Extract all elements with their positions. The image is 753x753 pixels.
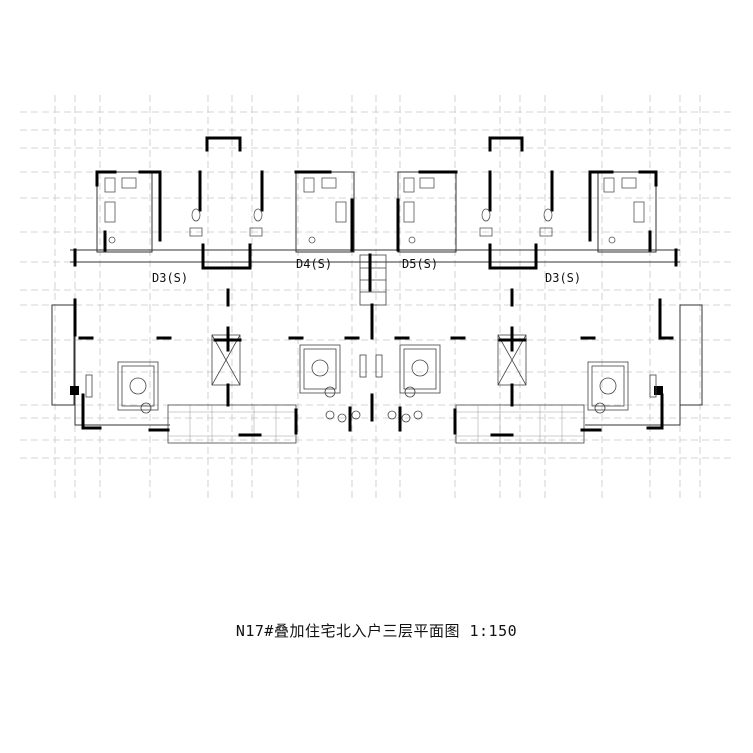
furniture bbox=[85, 344, 657, 423]
unit-label-d3-left: D3(S) bbox=[152, 271, 188, 285]
structural-walls bbox=[73, 136, 678, 437]
axis-grid bbox=[20, 95, 735, 500]
columns bbox=[70, 386, 663, 395]
outline-walls bbox=[51, 171, 703, 426]
balconies bbox=[167, 404, 585, 444]
unit-labels: D3(S) D4(S) D5(S) D3(S) bbox=[152, 257, 581, 285]
unit-label-d5: D5(S) bbox=[402, 257, 438, 271]
unit-label-d3-right: D3(S) bbox=[545, 271, 581, 285]
unit-label-d4: D4(S) bbox=[296, 257, 332, 271]
fixtures bbox=[104, 177, 645, 244]
drawing-title: N17#叠加住宅北入户三层平面图 1:150 bbox=[235, 622, 518, 640]
